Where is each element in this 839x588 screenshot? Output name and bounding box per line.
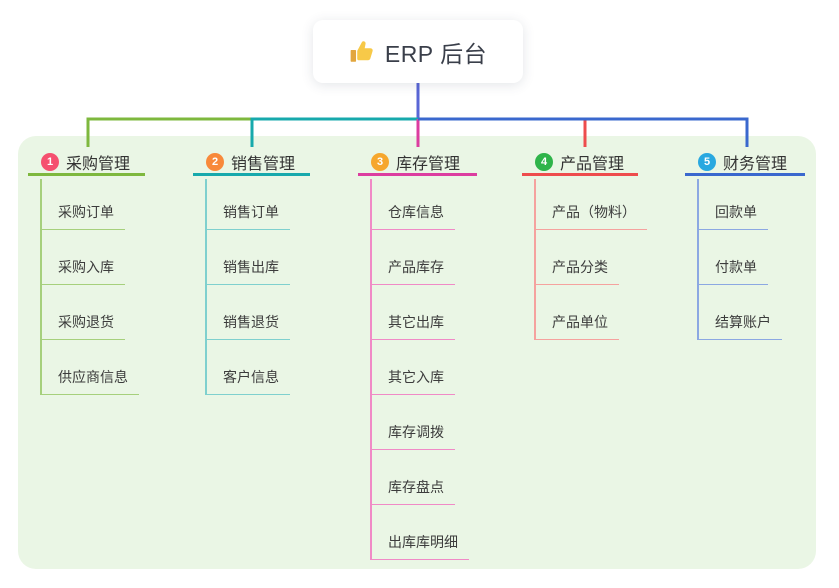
- child-label: 销售退货: [223, 314, 279, 330]
- branch-label: 财务管理: [723, 156, 788, 173]
- branch-node-4[interactable]: 4 产品管理: [522, 151, 638, 176]
- child-node[interactable]: 仓库信息: [370, 196, 455, 230]
- branch-vertical-line: [370, 179, 372, 559]
- child-node[interactable]: 产品库存: [370, 251, 455, 285]
- child-node[interactable]: 采购订单: [40, 196, 125, 230]
- child-node[interactable]: 销售退货: [205, 306, 290, 340]
- child-node[interactable]: 产品分类: [534, 251, 619, 285]
- child-label: 库存盘点: [388, 479, 444, 495]
- branch-number-badge: 1: [41, 153, 59, 171]
- child-label: 产品（物料）: [552, 204, 636, 220]
- child-label: 采购入库: [58, 259, 114, 275]
- child-node[interactable]: 销售订单: [205, 196, 290, 230]
- child-node[interactable]: 采购入库: [40, 251, 125, 285]
- branch-vertical-line: [534, 179, 536, 339]
- branch-label: 库存管理: [396, 156, 461, 173]
- child-label: 产品库存: [388, 259, 444, 275]
- child-label: 其它出库: [388, 314, 444, 330]
- child-node[interactable]: 付款单: [697, 251, 768, 285]
- child-label: 产品分类: [552, 259, 608, 275]
- child-label: 供应商信息: [58, 369, 128, 385]
- branch-number-badge: 4: [535, 153, 553, 171]
- child-label: 销售订单: [223, 204, 279, 220]
- child-node[interactable]: 销售出库: [205, 251, 290, 285]
- child-node[interactable]: 出库库明细: [370, 526, 469, 560]
- branch-label: 采购管理: [66, 156, 131, 173]
- child-node[interactable]: 采购退货: [40, 306, 125, 340]
- thumbs-up-icon: [350, 40, 373, 62]
- branch-label: 销售管理: [231, 156, 296, 173]
- branch-number-badge: 2: [206, 153, 224, 171]
- root-node[interactable]: ERP 后台: [313, 20, 523, 83]
- child-label: 仓库信息: [388, 204, 444, 220]
- child-label: 采购退货: [58, 314, 114, 330]
- branch-vertical-line: [205, 179, 207, 394]
- branch-number-badge: 5: [698, 153, 716, 171]
- child-label: 出库库明细: [388, 534, 458, 550]
- child-node[interactable]: 客户信息: [205, 361, 290, 395]
- child-node[interactable]: 回款单: [697, 196, 768, 230]
- branch-label: 产品管理: [560, 156, 625, 173]
- child-node[interactable]: 库存调拨: [370, 416, 455, 450]
- child-node[interactable]: 产品（物料）: [534, 196, 647, 230]
- branch-node-2[interactable]: 2 销售管理: [193, 151, 310, 176]
- branch-node-1[interactable]: 1 采购管理: [28, 151, 145, 176]
- root-title: ERP 后台: [384, 40, 488, 67]
- child-label: 其它入库: [388, 369, 444, 385]
- branches-panel: [18, 136, 816, 569]
- branch-number-badge: 3: [371, 153, 389, 171]
- child-node[interactable]: 产品单位: [534, 306, 619, 340]
- child-label: 回款单: [715, 204, 757, 220]
- branch-node-5[interactable]: 5 财务管理: [685, 151, 805, 176]
- child-label: 结算账户: [715, 314, 771, 330]
- child-label: 付款单: [715, 259, 757, 275]
- branch-vertical-line: [697, 179, 699, 339]
- child-node[interactable]: 供应商信息: [40, 361, 139, 395]
- child-label: 产品单位: [552, 314, 608, 330]
- child-label: 销售出库: [223, 259, 279, 275]
- branch-node-3[interactable]: 3 库存管理: [358, 151, 477, 176]
- child-label: 采购订单: [58, 204, 114, 220]
- child-node[interactable]: 结算账户: [697, 306, 782, 340]
- child-node[interactable]: 其它出库: [370, 306, 455, 340]
- child-label: 客户信息: [223, 369, 279, 385]
- child-node[interactable]: 其它入库: [370, 361, 455, 395]
- branch-vertical-line: [40, 179, 42, 394]
- child-node[interactable]: 库存盘点: [370, 471, 455, 505]
- child-label: 库存调拨: [388, 424, 444, 440]
